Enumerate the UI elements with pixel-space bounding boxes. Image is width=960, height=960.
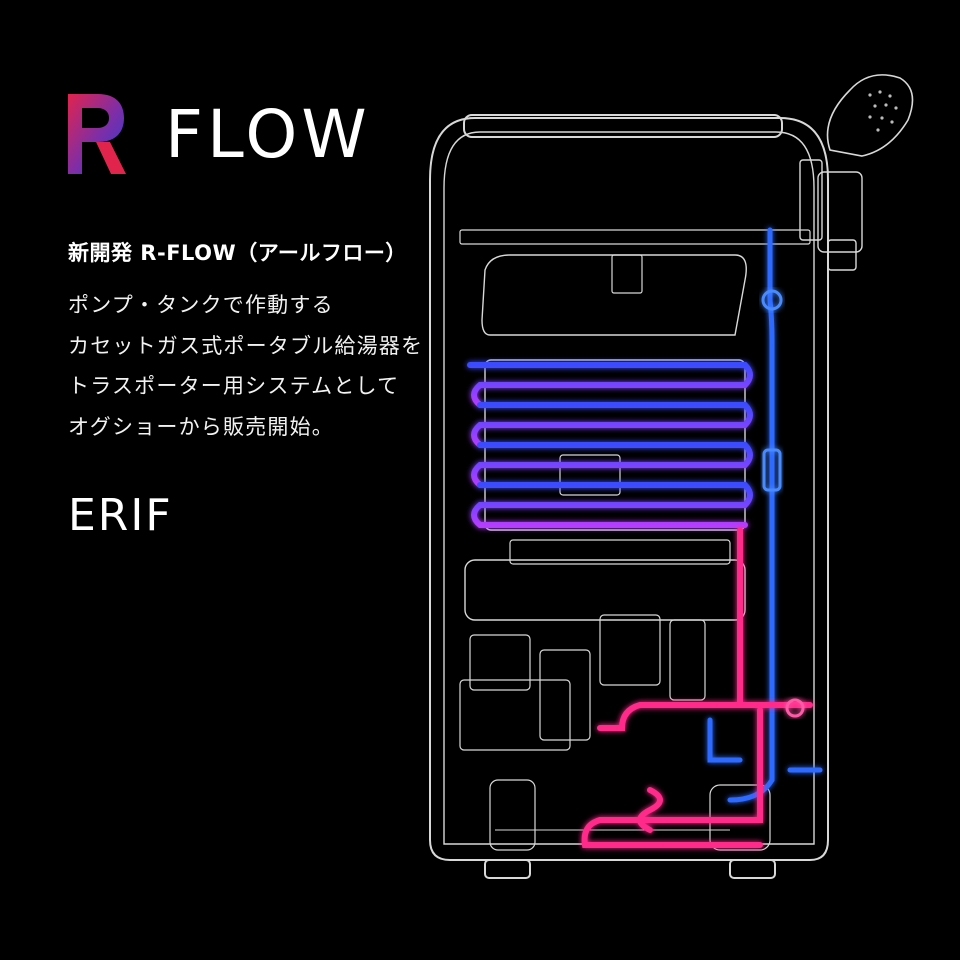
description-line: トラスポーター用システムとして <box>68 374 400 399</box>
headline: 新開発 R-FLOW（アールフロー） <box>68 241 407 265</box>
description: ポンプ・タンクで作動する カセットガス式ポータブル給湯器を トラスポーター用シス… <box>68 285 488 448</box>
description-line: オグショーから販売開始。 <box>68 415 334 440</box>
logo-wordmark: FLOW <box>165 96 371 173</box>
r-flow-logo-icon <box>68 94 126 174</box>
description-line: カセットガス式ポータブル給湯器を <box>68 333 424 358</box>
brand-logo: ERIF <box>68 490 173 541</box>
description-line: ポンプ・タンクで作動する <box>68 293 334 317</box>
water-heater-illustration <box>429 74 914 879</box>
